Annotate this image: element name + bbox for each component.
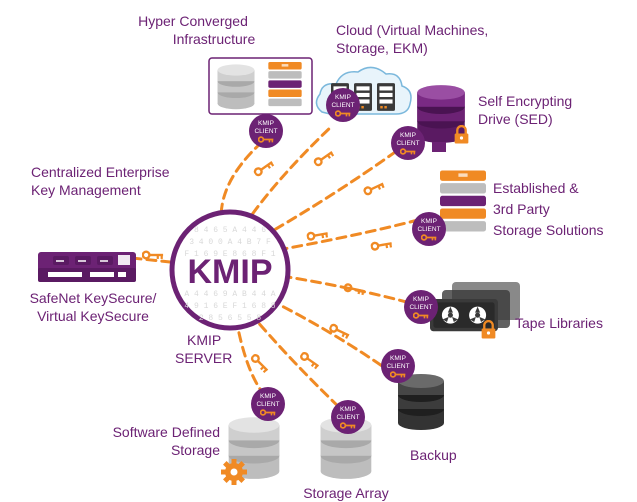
connector-storage-array (248, 311, 344, 412)
connector-cloud (242, 123, 335, 228)
kmip-client-badge-line1: KMIP (260, 393, 276, 400)
svg-text:A 4 4 6 9 A B 4 4 A: A 4 4 6 9 A B 4 4 A (184, 290, 275, 299)
gear-icon (221, 459, 247, 485)
safenet-appliance (38, 252, 136, 282)
kmip-client-badge-line2: CLIENT (254, 128, 277, 135)
key-icon (327, 322, 352, 341)
kmip-client-badge-line1: KMIP (413, 296, 429, 303)
kmip-client-badge-line2: CLIENT (331, 102, 354, 109)
tape-library-device (430, 282, 520, 339)
label-hci: Hyper Converged Infrastructure (138, 13, 256, 47)
svg-text:F 1 6 9 E 8 6 8 F 1: F 1 6 9 E 8 6 8 F 1 (184, 250, 275, 259)
kmip-client-badge-line2: CLIENT (396, 140, 419, 147)
label-cloud: Cloud (Virtual Machines, Storage, EKM) (336, 22, 489, 56)
key-icon (248, 352, 272, 375)
key-icon (53, 256, 113, 265)
hci-device (208, 57, 313, 115)
kmip-client-badge-line1: KMIP (335, 94, 351, 101)
kmip-client-badge-line1: KMIP (340, 406, 356, 413)
connector-sed (260, 148, 400, 239)
established-storage-device (440, 170, 486, 232)
kmip-client-badge-line2: CLIENT (417, 226, 440, 233)
connector-safenet (130, 256, 172, 264)
key-icon (312, 147, 336, 169)
kmip-hub: 8 4 6 5 A 4 4 6 3 4 0 0 A 4 B 7 F F 1 6 … (169, 209, 291, 331)
connector-established (276, 218, 420, 252)
kmip-client-badge-line1: KMIP (258, 120, 274, 127)
kmip-client-badge-line1: KMIP (400, 132, 416, 139)
kmip-client-badge-line2: CLIENT (256, 401, 279, 408)
kmip-hub-title: KMIP (188, 253, 273, 291)
svg-text:2 8 5 6 5 5 8: 2 8 5 6 5 5 8 (199, 314, 262, 323)
label-sds: Software Defined Storage (112, 424, 220, 458)
kmip-client-badge-line2: CLIENT (386, 363, 409, 370)
sed-device (417, 85, 470, 152)
svg-text:4 9 1 6 E F 1 6 8 8: 4 9 1 6 E F 1 6 8 8 (184, 302, 275, 311)
key-icon (362, 179, 387, 198)
kmip-client-badge-line1: KMIP (421, 218, 437, 225)
label-kmip-server: KMIP SERVER (175, 332, 233, 366)
label-centralized: Centralized Enterprise Key Management (31, 164, 170, 198)
kmip-client-badges: KMIPCLIENTKMIPCLIENTKMIPCLIENTKMIPCLIENT… (249, 88, 446, 434)
label-safenet: SafeNet KeySecure/ Virtual KeySecure (29, 290, 157, 324)
key-icon (370, 238, 394, 252)
label-storage-array: Storage Array (303, 485, 389, 501)
label-backup: Backup (410, 447, 457, 463)
key-icon (298, 350, 322, 371)
kmip-client-badge-line2: CLIENT (409, 304, 432, 311)
label-established: Established & 3rd Party Storage Solution… (493, 180, 604, 238)
svg-text:8 4 6 5 A 4 4 6: 8 4 6 5 A 4 4 6 (194, 226, 266, 235)
label-tape: Tape Libraries (515, 315, 603, 331)
kmip-client-badge-line1: KMIP (390, 355, 406, 362)
key-icon (252, 157, 276, 179)
label-sed: Self Encrypting Drive (SED) (478, 93, 573, 127)
key-icon (142, 250, 164, 260)
svg-text:3 4 0 0 A 4 B 7 F: 3 4 0 0 A 4 B 7 F (189, 238, 271, 247)
sds-device (221, 417, 280, 485)
backup-device (398, 374, 444, 430)
key-icon (306, 228, 330, 242)
connector-backup (268, 298, 387, 370)
kmip-client-badge-line2: CLIENT (336, 414, 359, 421)
